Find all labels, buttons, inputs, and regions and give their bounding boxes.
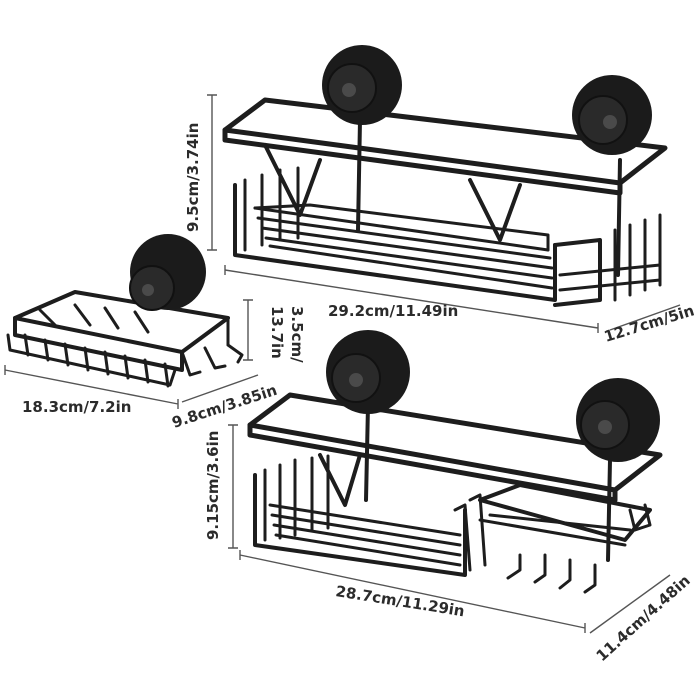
bottom-shower-caddy-with-hooks [247, 330, 663, 594]
dimension-lines [4, 94, 681, 634]
bottom-length-label: 28.7cm/11.29in [334, 582, 465, 620]
top-height-label: 9.5cm/3.74in [184, 123, 202, 232]
soap-length-label: 18.3cm/7.2in [22, 398, 131, 416]
bottom-depth-label: 11.4cm/4.48in [593, 571, 694, 665]
soap-depth-label: 9.8cm/3.85in [170, 381, 280, 432]
soap-height-label-line2: 13.7in [268, 306, 286, 359]
soap-height-label: 3.5cm/ [288, 306, 306, 363]
bottom-height-label: 9.15cm/3.6in [204, 431, 222, 540]
soap-dish [6, 234, 244, 388]
top-depth-label: 12.7cm/5in [602, 301, 696, 345]
top-shower-caddy [222, 45, 668, 307]
top-length-label: 29.2cm/11.49in [328, 302, 458, 320]
